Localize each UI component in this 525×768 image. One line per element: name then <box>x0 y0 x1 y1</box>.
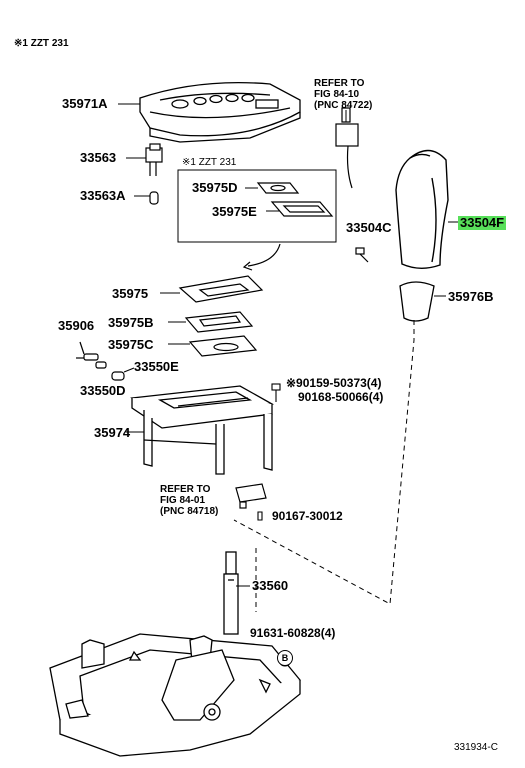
shift-housing <box>130 385 275 475</box>
housing-screw <box>271 383 281 402</box>
part-label-90168[interactable]: 90168-50066(4) <box>298 390 384 404</box>
spring-part <box>76 341 99 361</box>
part-label-91631[interactable]: 91631-60828(4) <box>250 626 336 640</box>
inset-plate-e <box>270 201 334 217</box>
inset-model-note: ※1 ZZT 231 <box>182 157 237 168</box>
pin-part <box>95 361 125 381</box>
bulb-part <box>149 191 159 205</box>
b-marker-icon: B <box>277 650 293 666</box>
reference-upper-line1: REFER TO <box>314 78 365 89</box>
shift-knob <box>395 149 449 269</box>
diagram-id: 331934-C <box>454 742 498 753</box>
shift-lever <box>223 551 239 635</box>
part-label-35974[interactable]: 35974 <box>94 425 131 440</box>
plate-35975c <box>188 335 258 357</box>
part-label-33550e[interactable]: 33550E <box>134 359 179 374</box>
reference-upper[interactable]: REFER TO FIG 84-10 (PNC 84722) <box>314 78 372 111</box>
connector-upper <box>335 107 359 189</box>
part-label-35976b[interactable]: 35976B <box>448 289 494 304</box>
bezel-part <box>139 81 301 143</box>
model-note: ※1 ZZT 231 <box>14 38 69 49</box>
part-label-33560[interactable]: 33560 <box>252 578 289 593</box>
part-label-33504f-highlighted[interactable]: 33504F <box>458 215 507 230</box>
part-label-35906[interactable]: 35906 <box>58 318 95 333</box>
part-label-90167[interactable]: 90167-30012 <box>272 509 343 523</box>
part-label-33563[interactable]: 33563 <box>80 150 117 165</box>
reference-lower-line1: REFER TO <box>160 484 211 495</box>
shift-base <box>49 633 301 757</box>
reference-lower[interactable]: REFER TO FIG 84-01 (PNC 84718) <box>160 484 218 517</box>
reference-lower-line2: FIG 84-01 <box>160 495 206 506</box>
reference-upper-line3: (PNC 84722) <box>314 100 373 111</box>
part-label-35975b[interactable]: 35975B <box>108 315 154 330</box>
part-label-35971a[interactable]: 35971A <box>62 96 108 111</box>
reference-upper-line2: FIG 84-10 <box>314 89 360 100</box>
part-label-35975c[interactable]: 35975C <box>108 337 154 352</box>
connector-lower <box>235 483 267 509</box>
part-label-90159[interactable]: ※90159-50373(4) <box>286 376 382 390</box>
part-label-33504c[interactable]: 33504C <box>346 220 392 235</box>
reference-lower-line3: (PNC 84718) <box>160 506 219 517</box>
socket-part <box>145 143 163 176</box>
part-label-33550d[interactable]: 33550D <box>80 383 126 398</box>
plate-35975b <box>184 311 254 333</box>
clip-part <box>257 511 263 521</box>
b-marker-label: B <box>281 652 289 663</box>
part-label-35975[interactable]: 35975 <box>112 286 149 301</box>
part-label-35975d[interactable]: 35975D <box>192 180 238 195</box>
part-label-35975e[interactable]: 35975E <box>212 204 257 219</box>
plate-35975 <box>178 275 264 303</box>
part-label-33563a[interactable]: 33563A <box>80 188 126 203</box>
screw-part <box>355 247 369 263</box>
inset-plate-d <box>256 182 300 194</box>
knob-boot <box>399 281 435 322</box>
